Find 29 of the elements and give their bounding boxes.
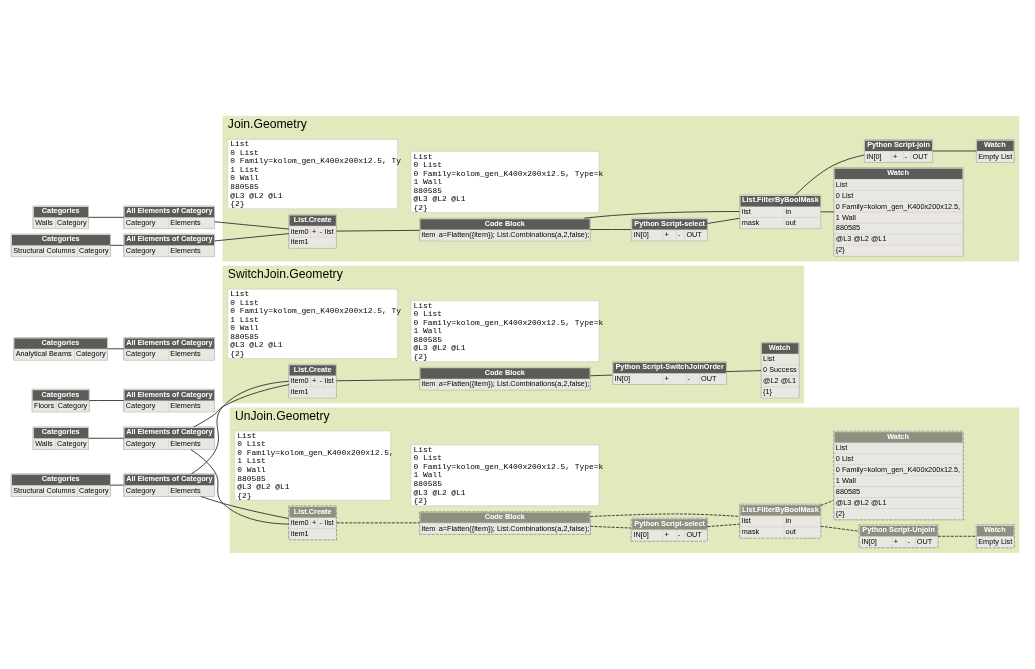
connector — [820, 499, 835, 506]
connector — [214, 221, 290, 230]
connector — [820, 525, 860, 532]
connector — [932, 150, 977, 152]
connector — [589, 229, 632, 230]
connector — [590, 513, 740, 517]
connector — [725, 370, 762, 373]
connector — [193, 384, 290, 428]
connector — [820, 211, 835, 213]
connector — [88, 437, 125, 439]
connector — [937, 535, 977, 537]
connector — [200, 496, 290, 519]
connector — [336, 522, 421, 524]
connector — [336, 379, 421, 382]
connector — [109, 484, 125, 486]
connector — [190, 449, 290, 525]
connector — [191, 380, 290, 475]
connector — [336, 229, 421, 232]
connector — [795, 154, 865, 196]
connector — [707, 217, 741, 224]
connector — [589, 374, 613, 377]
connector — [88, 216, 125, 218]
connector — [89, 400, 125, 401]
connector — [109, 244, 125, 246]
connector — [583, 211, 741, 219]
connector — [707, 523, 741, 528]
connector — [214, 233, 290, 242]
connector — [589, 525, 632, 529]
connector — [107, 348, 125, 350]
